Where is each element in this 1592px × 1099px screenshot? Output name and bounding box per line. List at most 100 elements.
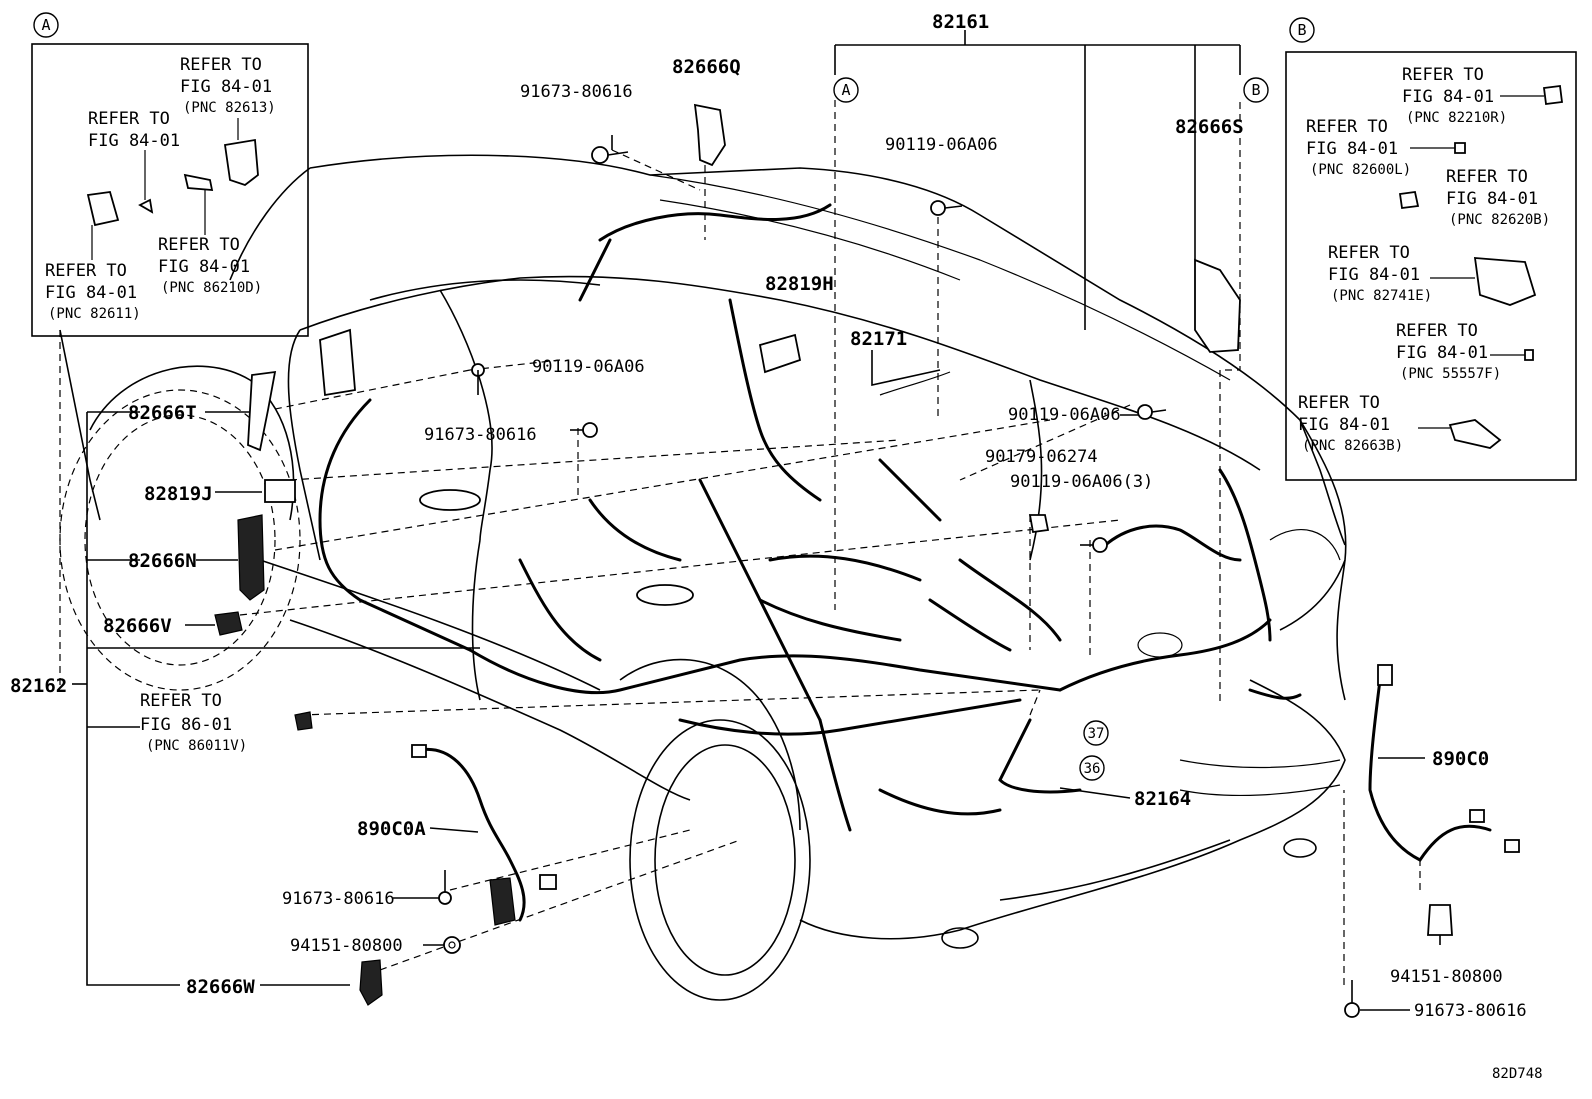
label-890C0: 890C0 <box>1432 748 1489 770</box>
bracket-82666S <box>1194 258 1241 353</box>
svg-text:REFER TO: REFER TO <box>88 109 170 129</box>
relay-82819H <box>758 333 802 374</box>
svg-text:(PNC 86210D): (PNC 86210D) <box>161 280 262 296</box>
bracket-lines <box>72 30 1441 1011</box>
svg-text:FIG 84-01: FIG 84-01 <box>158 257 250 277</box>
harness-82171 <box>879 371 951 396</box>
bolt-90119-right <box>1137 404 1167 420</box>
label-82666Q: 82666Q <box>672 56 741 78</box>
bolt-91673-low <box>438 870 452 905</box>
svg-text:A: A <box>41 16 50 34</box>
leader-lines <box>59 100 1421 985</box>
svg-text:(PNC 82741E): (PNC 82741E) <box>1331 288 1432 304</box>
svg-text:FIG 84-01: FIG 84-01 <box>1402 87 1494 107</box>
callout-a-top: A <box>33 12 59 38</box>
callout-36: 36 <box>1079 755 1105 781</box>
bracket-82666T <box>247 370 277 452</box>
svg-text:(PNC 86011V): (PNC 86011V) <box>146 738 247 754</box>
svg-text:REFER TO: REFER TO <box>140 691 222 711</box>
label-91673-right: 91673-80616 <box>1414 1001 1527 1021</box>
label-90119-mid: 90119-06A06 <box>532 357 645 377</box>
svg-text:REFER TO: REFER TO <box>1328 243 1410 263</box>
svg-text:B: B <box>1297 21 1306 39</box>
svg-text:REFER TO: REFER TO <box>1306 117 1388 137</box>
label-82171: 82171 <box>850 328 907 350</box>
svg-text:FIG 84-01: FIG 84-01 <box>1396 343 1488 363</box>
svg-text:B: B <box>1251 81 1260 99</box>
svg-text:(PNC 82611): (PNC 82611) <box>48 306 141 322</box>
svg-text:A: A <box>841 81 850 99</box>
box-b-refer-82663B: REFER TO FIG 84-01 (PNC 82663B) <box>1298 393 1403 454</box>
bolt-91673-right <box>1344 980 1360 1018</box>
svg-text:(PNC 82210R): (PNC 82210R) <box>1406 110 1507 126</box>
wiring-harness <box>318 203 1492 922</box>
label-82161: 82161 <box>932 11 989 33</box>
svg-text:FIG 84-01: FIG 84-01 <box>1306 139 1398 159</box>
label-82162: 82162 <box>10 675 67 697</box>
svg-text:REFER TO: REFER TO <box>180 55 262 75</box>
box-a-refer-82613: REFER TO FIG 84-01 (PNC 82613) <box>180 55 276 116</box>
label-91673-top: 91673-80616 <box>520 82 633 102</box>
label-82666V: 82666V <box>103 615 172 637</box>
bracket-82666W <box>359 959 383 1006</box>
svg-text:FIG 86-01: FIG 86-01 <box>140 715 232 735</box>
box-b-refer-55557F: REFER TO FIG 84-01 (PNC 55557F) <box>1396 321 1501 382</box>
label-82666S: 82666S <box>1175 116 1244 138</box>
label-82819J: 82819J <box>144 483 213 505</box>
svg-text:(PNC 82663B): (PNC 82663B) <box>1302 438 1403 454</box>
svg-text:REFER TO: REFER TO <box>1402 65 1484 85</box>
bolt-90119-3 <box>1080 537 1108 553</box>
diagram-code: 82D748 <box>1492 1066 1543 1082</box>
svg-text:36: 36 <box>1084 761 1101 777</box>
label-94151-right: 94151-80800 <box>1390 967 1503 987</box>
box-b-refer-82600L: REFER TO FIG 84-01 (PNC 82600L) <box>1306 117 1411 178</box>
callout-37: 37 <box>1083 720 1109 746</box>
refer-86-01: REFER TO FIG 86-01 (PNC 86011V) <box>140 691 247 754</box>
svg-text:(PNC 82613): (PNC 82613) <box>183 100 276 116</box>
sensor-890C0A <box>411 744 557 926</box>
callout-a-diagram: A <box>833 77 859 103</box>
svg-text:REFER TO: REFER TO <box>1298 393 1380 413</box>
box-a-refer-82611: REFER TO FIG 84-01 (PNC 82611) <box>45 261 141 322</box>
svg-text:REFER TO: REFER TO <box>1446 167 1528 187</box>
svg-text:REFER TO: REFER TO <box>45 261 127 281</box>
svg-text:37: 37 <box>1088 726 1105 742</box>
clamp-82666V <box>214 611 243 636</box>
callout-b-top: B <box>1289 17 1315 43</box>
bracket-82666N <box>237 514 265 601</box>
clip-90179 <box>1028 514 1050 534</box>
label-82666W: 82666W <box>186 976 255 998</box>
svg-text:(PNC 82600L): (PNC 82600L) <box>1310 162 1411 178</box>
grommet-94151-right <box>1427 904 1453 936</box>
svg-text:FIG 84-01: FIG 84-01 <box>1446 189 1538 209</box>
label-890C0A: 890C0A <box>357 818 426 840</box>
sensor-890C0 <box>1377 664 1520 853</box>
label-90119-right: 90119-06A06 <box>1008 405 1121 425</box>
inset-box-b <box>1285 51 1577 481</box>
box-b-refer-82210R: REFER TO FIG 84-01 (PNC 82210R) <box>1402 65 1507 126</box>
part-86011V <box>294 711 313 731</box>
bolt-91673-top <box>591 146 629 164</box>
grommet-94151-low <box>443 936 461 954</box>
svg-text:FIG 84-01: FIG 84-01 <box>45 283 137 303</box>
bolt-90119-top <box>930 200 963 216</box>
label-82666N: 82666N <box>128 550 197 572</box>
label-82666T: 82666T <box>128 402 197 424</box>
inset-box-a <box>31 43 309 337</box>
label-82164: 82164 <box>1134 788 1191 810</box>
svg-text:(PNC 82620B): (PNC 82620B) <box>1449 212 1550 228</box>
svg-text:REFER TO: REFER TO <box>1396 321 1478 341</box>
parts <box>214 103 1520 1018</box>
svg-text:FIG 84-01: FIG 84-01 <box>88 131 180 151</box>
svg-text:FIG 84-01: FIG 84-01 <box>1328 265 1420 285</box>
box-b-refer-82620B: REFER TO FIG 84-01 (PNC 82620B) <box>1446 167 1550 228</box>
bolt-90119-mid <box>570 422 598 438</box>
label-90119-top: 90119-06A06 <box>885 135 998 155</box>
label-90119-3: 90119-06A06(3) <box>1010 472 1153 492</box>
label-82819H: 82819H <box>765 273 834 295</box>
label-91673-low: 91673-80616 <box>282 889 395 909</box>
bracket-82666Q <box>693 103 726 167</box>
